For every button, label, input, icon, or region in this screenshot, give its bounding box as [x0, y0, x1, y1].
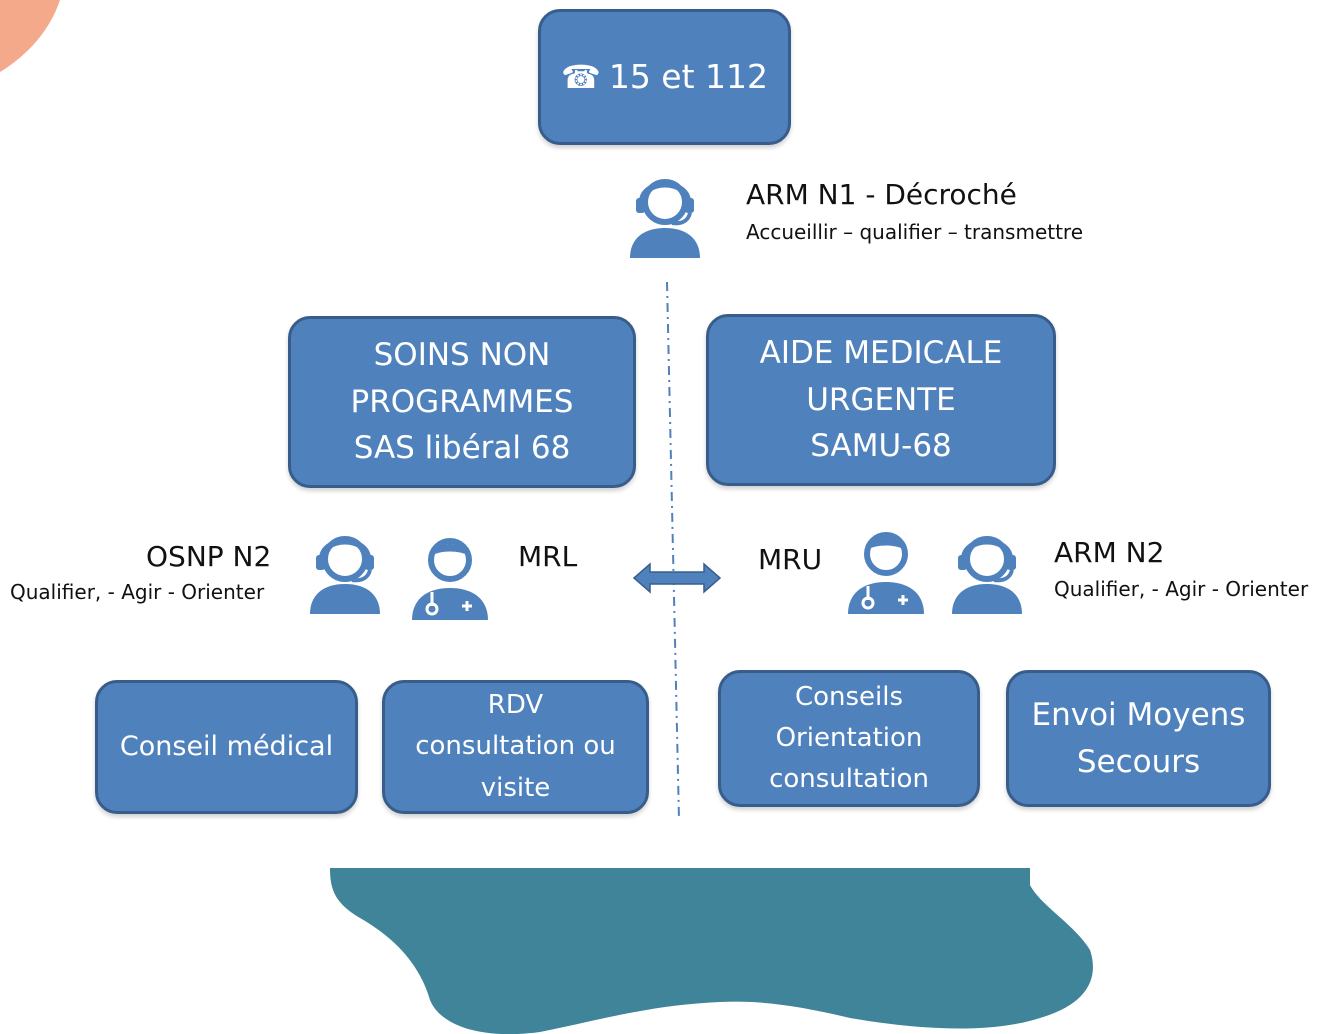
bottom-blob-decoration [330, 868, 1093, 1034]
aide-line-1: AIDE MEDICALE [759, 335, 1003, 372]
arm-n1-title: ARM N1 - Décroché [746, 178, 1017, 211]
osnp-n2-subtitle: Qualifier, - Agir - Orienter [10, 580, 265, 604]
arm-n2-subtitle: Qualifier, - Agir - Orienter [1054, 577, 1309, 601]
envoi-line-1: Envoi Moyens [1031, 697, 1246, 733]
conseils-orientation-box: Conseils Orientation consultation [718, 670, 980, 807]
aide-line-2: URGENTE [806, 381, 956, 418]
headset-operator-icon [952, 536, 1022, 614]
soins-line-2: PROGRAMMES [350, 383, 574, 420]
envoi-moyens-secours-box: Envoi Moyens Secours [1006, 670, 1271, 807]
envoi-line-2: Secours [1076, 743, 1201, 780]
arm-n1-subtitle: Accueillir – qualifier – transmettre [746, 220, 1084, 244]
rdv-line-3: visite [480, 772, 551, 803]
conseils-line-2: Orientation [775, 722, 923, 753]
mru-label: MRU [758, 543, 823, 576]
double-arrow-icon [632, 562, 722, 594]
aide-medicale-urgente-box: AIDE MEDICALE URGENTE SAMU-68 [706, 314, 1056, 486]
rdv-consultation-box: RDV consultation ou visite [382, 680, 649, 814]
phone-box-text: 15 et 112 [608, 56, 769, 96]
corner-blob-decoration [0, 0, 60, 72]
mrl-label: MRL [518, 540, 578, 573]
conseils-line-3: consultation [769, 764, 929, 795]
phone-number-box: ☎ 15 et 112 [538, 9, 791, 145]
soins-line-1: SOINS NON [373, 337, 551, 374]
soins-line-3: SAS libéral 68 [353, 430, 571, 467]
phone-icon: ☎ [560, 57, 601, 96]
conseils-line-1: Conseils [794, 681, 904, 712]
vertical-separator [666, 281, 680, 821]
headset-operator-icon [630, 179, 700, 258]
osnp-n2-title: OSNP N2 [146, 540, 272, 573]
headset-operator-icon [310, 536, 380, 614]
rdv-line-1: RDV [487, 690, 544, 721]
conseil-medical-box: Conseil médical [95, 680, 358, 814]
doctor-icon [848, 532, 924, 614]
rdv-line-2: consultation ou [415, 731, 616, 762]
aide-line-3: SAMU-68 [810, 428, 952, 465]
soins-non-programmes-box: SOINS NON PROGRAMMES SAS libéral 68 [288, 316, 636, 488]
conseil-medical-text: Conseil médical [119, 730, 334, 762]
arm-n2-title: ARM N2 [1054, 536, 1165, 569]
doctor-icon [412, 538, 488, 620]
